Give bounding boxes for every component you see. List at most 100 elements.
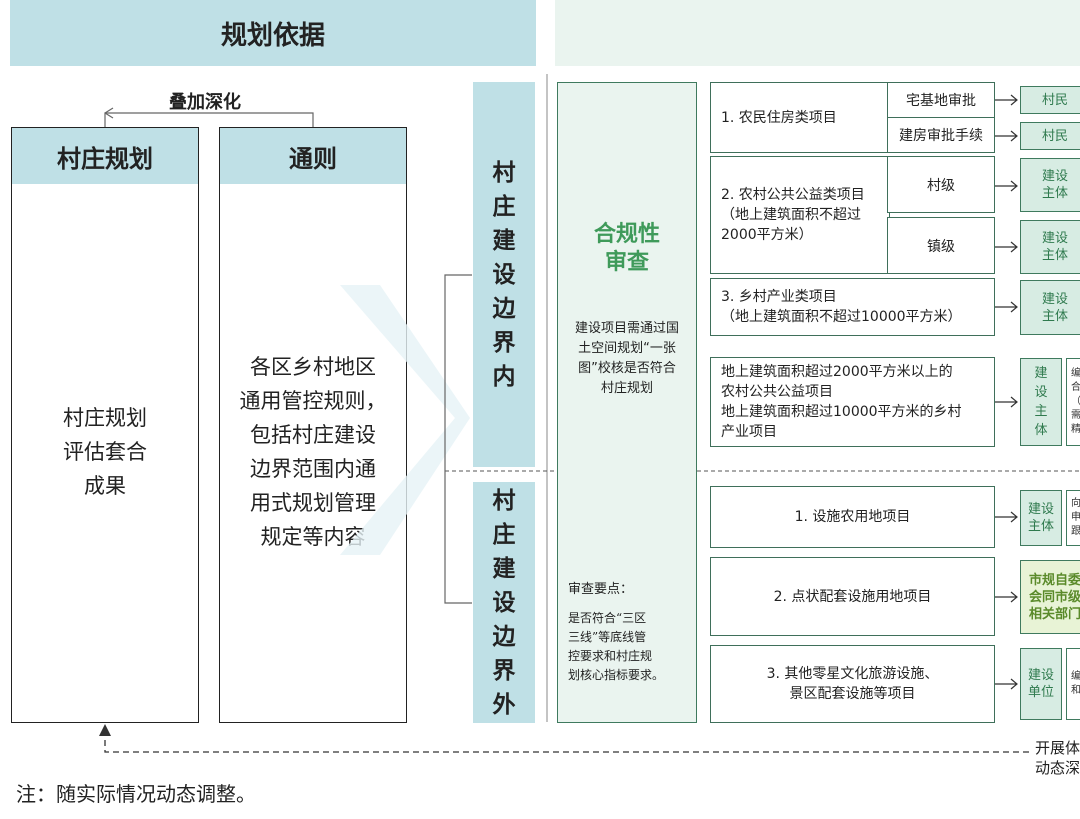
sub-label: 宅基地审批	[906, 93, 976, 109]
result-builder-village: 建设主体	[1020, 158, 1080, 212]
inside-boundary-label: 村 庄 建 设 边 界 内	[473, 82, 535, 467]
result-line: 主体	[1041, 248, 1068, 263]
review-title: 合规性 审查	[558, 221, 696, 277]
extra-line: 编	[1071, 368, 1080, 379]
label-char: 界	[492, 657, 516, 684]
result-label: 村民	[1041, 92, 1068, 108]
project-line: 3. 乡村产业类项目	[721, 289, 837, 305]
label-char: 建	[492, 555, 516, 582]
extra-line: （	[1071, 396, 1080, 407]
sub-label: 村级	[927, 177, 955, 194]
result-villager-2: 村民	[1020, 122, 1080, 150]
result-extra-large: 编 合 （ 需 精	[1066, 358, 1080, 446]
label-char: 边	[492, 623, 516, 650]
extra-line: 向	[1071, 498, 1080, 509]
feedback-text: 开展体 动态深	[1035, 738, 1080, 778]
project-housing-label: 1. 农民住房类项目	[721, 109, 837, 126]
extra-line: 跟	[1071, 526, 1080, 537]
decorative-chevron	[340, 285, 470, 555]
review-desc-line: 图”校核是否符合	[578, 361, 676, 376]
result-line: 市规自委	[1028, 572, 1080, 588]
result-builder-large: 建 设 主 体	[1020, 358, 1062, 446]
project-point-label: 2. 点状配套设施用地项目	[773, 588, 932, 605]
feedback-line: 动态深	[1035, 759, 1080, 777]
project-public-welfare: 2. 农村公共公益类项目 （地上建筑面积不超过 2000平方米）	[710, 156, 890, 274]
result-build-unit: 建设单位	[1020, 648, 1062, 720]
result-arrows	[995, 94, 1018, 690]
result-line: 建设	[1027, 668, 1054, 683]
review-desc-line: 建设项目需通过国	[574, 321, 679, 336]
label-char: 外	[492, 691, 516, 718]
result-line: 会同市级	[1028, 589, 1080, 605]
project-line: 地上建筑面积超过2000平方米以上的	[721, 364, 953, 380]
project-agri-land: 1. 设施农用地项目	[710, 486, 995, 548]
result-line: 主体	[1027, 519, 1054, 534]
result-line: 主体	[1041, 186, 1068, 201]
review-point-line: 三线”等底线管	[568, 630, 647, 644]
result-line: 建	[1034, 366, 1048, 381]
review-point-line: 是否符合“三区	[568, 611, 647, 625]
project-line: 地上建筑面积超过10000平方米的乡村	[721, 404, 962, 420]
general-rules-title: 通则	[220, 128, 406, 184]
project-line: 农村公共公益项目	[721, 384, 833, 400]
compliance-review-panel: 合规性 审查 建设项目需通过国 土空间规划“一张 图”校核是否符合 村庄规划 审…	[557, 82, 697, 723]
result-builder-agri: 建设主体	[1020, 490, 1062, 546]
result-extra-tourism: 编 和	[1066, 648, 1080, 720]
project-large-scale: 地上建筑面积超过2000平方米以上的 农村公共公益项目 地上建筑面积超过1000…	[710, 357, 995, 447]
label-char: 设	[492, 261, 516, 288]
review-desc-line: 村庄规划	[600, 381, 653, 396]
header-basis: 规划依据	[10, 0, 536, 66]
village-plan-line: 村庄规划	[63, 406, 147, 430]
project-housing: 1. 农民住房类项目	[710, 82, 890, 153]
feedback-line: 开展体	[1035, 739, 1080, 757]
extra-line: 编	[1071, 671, 1080, 682]
project-tourism-facilities: 3. 其他零星文化旅游设施、 景区配套设施等项目	[710, 645, 995, 723]
outside-boundary-label: 村 庄 建 设 边 界 外	[473, 482, 535, 723]
feedback-loop	[104, 730, 1033, 753]
general-rules-column: 通则 各区乡村地区 通用管控规则， 包括村庄建设 边界范围内通 用式规划管理 规…	[219, 127, 407, 723]
project-line: （地上建筑面积不超过10000平方米）	[721, 309, 962, 325]
result-builder-industry: 建设主体	[1020, 280, 1080, 335]
extra-line: 需	[1071, 410, 1080, 421]
project-line: 2000平方米）	[721, 227, 813, 243]
general-rules-body: 各区乡村地区 通用管控规则， 包括村庄建设 边界范围内通 用式规划管理 规定等内…	[220, 184, 406, 720]
result-line: 建设	[1041, 169, 1068, 184]
label-char: 庄	[492, 193, 516, 220]
review-description: 建设项目需通过国 土空间规划“一张 图”校核是否符合 村庄规划	[558, 319, 696, 399]
label-char: 边	[492, 295, 516, 322]
result-line: 建设	[1041, 231, 1068, 246]
scope-bracket	[444, 274, 472, 604]
village-plan-line: 评估套合	[63, 440, 147, 464]
result-villager-1: 村民	[1020, 86, 1080, 114]
label-char: 庄	[492, 521, 516, 548]
review-point-line: 划核心指标要求。	[568, 668, 665, 682]
project-line: 2. 农村公共公益类项目	[721, 187, 865, 203]
sub-homestead-approval: 宅基地审批	[887, 82, 995, 118]
project-line: 景区配套设施等项目	[789, 686, 916, 702]
general-rules-line: 包括村庄建设	[250, 423, 376, 447]
result-line: 建设	[1027, 502, 1054, 517]
review-title-line: 合规性	[593, 222, 660, 247]
result-extra-agri: 向 申 跟	[1066, 490, 1080, 546]
result-line: 体	[1034, 423, 1048, 438]
project-line: （地上建筑面积不超过	[721, 207, 861, 223]
result-line: 单位	[1027, 685, 1054, 700]
project-line: 3. 其他零星文化旅游设施、	[766, 666, 939, 682]
general-rules-line: 通用管控规则，	[239, 389, 387, 413]
village-plan-column: 村庄规划 村庄规划 评估套合 成果	[11, 127, 199, 723]
result-builder-town: 建设主体	[1020, 220, 1080, 274]
sub-village-level: 村级	[887, 156, 995, 213]
village-plan-body: 村庄规划 评估套合 成果	[12, 184, 198, 720]
general-rules-line: 规定等内容	[260, 525, 366, 549]
review-point-line: 控要求和村庄规	[568, 649, 653, 663]
extra-line: 合	[1071, 382, 1080, 393]
result-line: 设	[1034, 385, 1048, 400]
overlay-arrow	[104, 107, 114, 119]
label-char: 内	[492, 363, 516, 390]
general-rules-line: 各区乡村地区	[250, 355, 376, 379]
feedback-arrowhead	[99, 724, 111, 736]
village-plan-line: 成果	[84, 474, 126, 498]
review-points: 是否符合“三区 三线”等底线管 控要求和村庄规 划核心指标要求。	[568, 609, 664, 685]
project-line: 产业项目	[721, 424, 777, 440]
